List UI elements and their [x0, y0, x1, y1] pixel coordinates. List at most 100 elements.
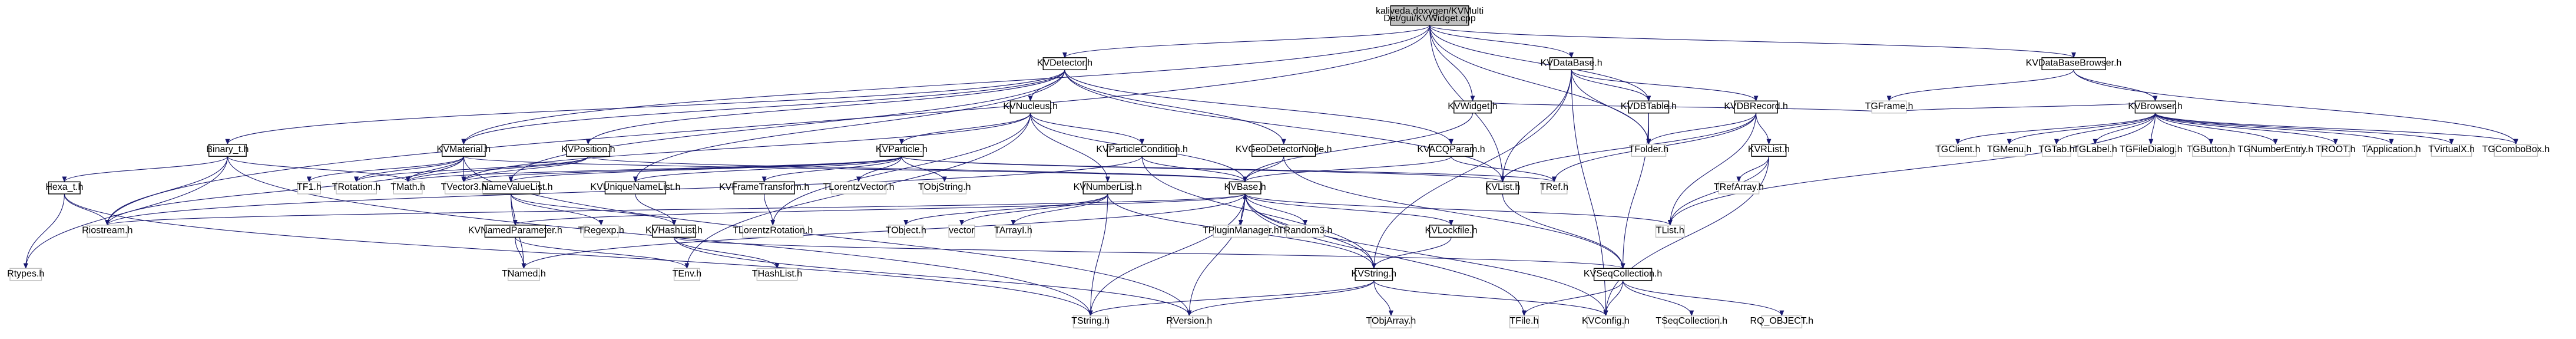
node-kvbrowser-h[interactable]: KVBrowser.h: [2128, 100, 2183, 114]
node-box: [1871, 100, 1907, 114]
edge-kvhashlist-to-kvseqcollection: [673, 236, 1625, 269]
edge-kvnumberlist-to-tarrayi: [1011, 193, 1108, 226]
node-label: Riostream.h: [82, 225, 133, 235]
node-label: TString.h: [1071, 316, 1110, 326]
node-label: KVUniqueNameList.h: [590, 182, 680, 192]
edge-kvdatabase-to-tfolder: [1571, 70, 1651, 145]
node-box: [995, 225, 1031, 238]
node-tgframe-h: TGFrame.h: [1865, 100, 1913, 114]
node-label: TRotation.h: [332, 182, 381, 192]
node-tenv-h: TEnv.h: [673, 268, 701, 281]
node-box: [1251, 143, 1316, 157]
node-kvstring-h[interactable]: KVString.h: [1352, 268, 1396, 281]
node-kvlockfile-h[interactable]: KVLockfile.h: [1425, 225, 1478, 238]
edge-kvbrowser-to-tgfiledialog: [2148, 113, 2156, 145]
edge-kvdatabasebrowser-to-tgcombobox: [2073, 70, 2518, 145]
node-kvparticle-h[interactable]: KVParticle.h: [876, 143, 928, 157]
edge-kvbrowser-to-tgcombobox: [2155, 113, 2518, 145]
edge-kvnucleus-to-kvnumberlist: [1030, 113, 1110, 183]
edge-kvdbrecord-to-kvrlist: [1756, 113, 1772, 145]
node-label: RQ_OBJECT.h: [1750, 316, 1814, 326]
node-label: KVConfig.h: [1582, 316, 1630, 326]
node-tapplication-h: TApplication.h: [2362, 143, 2421, 157]
edge-kvbrowser-to-tapplication: [2155, 113, 2394, 145]
node-kvseqcollection-h[interactable]: KVSeqCollection.h: [1584, 268, 1662, 281]
node-kvdbrecord-h[interactable]: KVDBRecord.h: [1724, 100, 1788, 114]
edge-kvbrowser-to-tgbutton: [2155, 113, 2214, 145]
node-box: [1072, 315, 1108, 328]
node-kvnumberlist-h[interactable]: KVNumberList.h: [1074, 181, 1143, 195]
node-label: KVDataBase.h: [1541, 58, 1602, 68]
edge-kvparticle-to-tlorentzvector: [856, 156, 902, 183]
node-box: [484, 225, 546, 238]
edge-kvbrowser-to-tgnumberentry: [2155, 113, 2278, 145]
node-box: [948, 225, 975, 238]
node-kaliveda-doxygen-kvmulti-det-gui-kvwidget-cpp[interactable]: kaliveda.doxygen/KVMultiDet/gui/KVWidget…: [1376, 5, 1484, 26]
node-kvhashlist-h[interactable]: KVHashList.h: [645, 225, 703, 238]
node-label: RVersion.h: [1166, 316, 1212, 326]
node-kvposition-h[interactable]: KVPosition.h: [561, 143, 615, 157]
node-box: [1429, 143, 1474, 157]
node-kvnucleus-h[interactable]: KVNucleus.h: [1003, 100, 1058, 114]
node-label: TArrayI.h: [994, 225, 1032, 235]
node-label: TRandom3.h: [1278, 225, 1333, 235]
node-box: [1993, 143, 2026, 157]
node-box: [2041, 143, 2071, 157]
node-label: TGMenu.h: [1987, 144, 2032, 154]
edge-kvnucleus-to-tvector3: [461, 113, 1031, 183]
node-kvdbtable-h[interactable]: KVDBTable.h: [1621, 100, 1677, 114]
edge-kvseqcollection-to-kvconfig: [1603, 280, 1624, 317]
node-kvbase-h[interactable]: KVBase.h: [1224, 181, 1266, 195]
node-box: [297, 181, 321, 195]
node-tfolder-h: TFolder.h: [1629, 143, 1668, 157]
node-kvacqparam-h[interactable]: KVACQParam.h: [1417, 143, 1485, 157]
node-kvdatabase-h[interactable]: KVDataBase.h: [1541, 57, 1602, 71]
node-kvrlist-h[interactable]: KVRList.h: [1748, 143, 1790, 157]
edge-kvbase-to-tnamed: [521, 193, 1246, 269]
edge-kvdetector-to-kvacqparam: [1064, 70, 1453, 145]
node-kvdetector-h[interactable]: KVDetector.h: [1037, 57, 1092, 71]
node-kvgeodetectornode-h[interactable]: KVGeoDetectorNode.h: [1236, 143, 1332, 157]
node-kvframetransform-h[interactable]: KVFrameTransform.h: [719, 181, 809, 195]
node-label: Det/gui/KVWidget.cpp: [1383, 14, 1476, 24]
node-hexa-t-h[interactable]: Hexa_t.h: [45, 181, 83, 195]
node-tfile-h: TFile.h: [1509, 315, 1539, 328]
edge-kvnumberlist-to-tstring: [1088, 193, 1108, 317]
node-box: [441, 143, 486, 157]
node-label: TGLabel.h: [2073, 144, 2117, 154]
node-label: KVParticle.h: [876, 144, 928, 154]
node-kvmaterial-h[interactable]: KVMaterial.h: [437, 143, 491, 157]
node-kvparticlecondition-h[interactable]: KVParticleCondition.h: [1096, 143, 1188, 157]
node-kvdatabasebrowser-h[interactable]: KVDataBaseBrowser.h: [2026, 57, 2122, 71]
node-box: [1751, 143, 1787, 157]
edge-kvdetector-to-kvmaterial: [461, 70, 1065, 145]
node-label: TLorentzRotation.h: [733, 225, 813, 235]
node-kvconfig-h: KVConfig.h: [1582, 315, 1630, 328]
node-kvwidget-h[interactable]: KVWidget.h: [1448, 100, 1498, 114]
node-trotation-h: TRotation.h: [332, 181, 381, 195]
node-box: [2494, 143, 2538, 157]
node-label: TSeqCollection.h: [1655, 316, 1727, 326]
edge-kvwidget-to-tframe: [1472, 100, 1891, 114]
node-box: [1628, 100, 1670, 114]
node-box: [1938, 143, 1977, 157]
node-kvlist-h[interactable]: KVList.h: [1485, 181, 1521, 195]
edge-kvhashlist-to-thashlist: [673, 237, 780, 269]
edge-kvbrowser-to-tgclient: [1955, 113, 2156, 145]
node-tobjarray-h: TObjArray.h: [1366, 315, 1416, 328]
edge-kvnamevaluelist-to-kvhashlist: [510, 193, 677, 226]
node-binary-t-h[interactable]: Binary_t.h: [206, 143, 249, 157]
node-kvuniquenamelist-h[interactable]: KVUniqueNameList.h: [590, 181, 680, 195]
edge-kvgeodetectornode-to-kvbase: [1243, 156, 1284, 183]
node-box: [1718, 181, 1760, 195]
edge-kvdetector-to-kvuniquenamelist: [633, 70, 1065, 183]
edge-kvrlist-to-trefarray: [1736, 156, 1770, 183]
node-kvnamevaluelist-h[interactable]: KVNameValueList.h: [469, 181, 553, 195]
node-box: [1593, 268, 1653, 281]
node-tgnumberentry-h: TGNumberEntry.h: [2237, 143, 2313, 157]
node-label: TObjArray.h: [1366, 316, 1416, 326]
node-box: [1509, 315, 1539, 328]
edge-kvdetector-to-kvgeodetectornode: [1064, 70, 1286, 145]
node-kvnamedparameter-h[interactable]: KVNamedParameter.h: [468, 225, 562, 238]
edge-kvbrowser-to-tglabel: [2092, 113, 2156, 145]
